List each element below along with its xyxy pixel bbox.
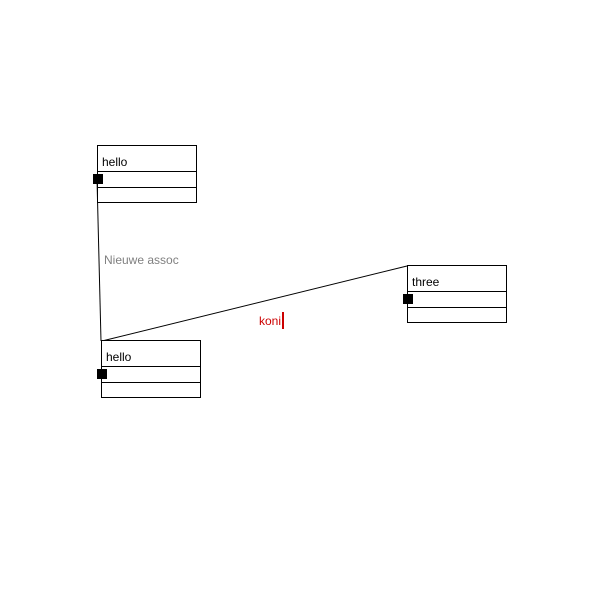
- association-label-text: Nieuwe assoc: [104, 253, 179, 267]
- class-name-label: hello: [106, 350, 132, 364]
- connector-handle[interactable]: [93, 174, 103, 184]
- attributes-compartment[interactable]: [98, 171, 196, 186]
- association-line-hello-three[interactable]: [101, 265, 408, 342]
- operations-compartment[interactable]: [102, 382, 200, 397]
- class-name-label: hello: [102, 155, 128, 169]
- association-label[interactable]: Nieuwe assoc: [104, 253, 179, 267]
- attributes-compartment[interactable]: [408, 291, 506, 306]
- operations-compartment[interactable]: [408, 307, 506, 322]
- attributes-compartment[interactable]: [102, 366, 200, 381]
- association-label-text: koni: [259, 314, 282, 328]
- class-name-label: three: [412, 275, 440, 289]
- operations-compartment[interactable]: [98, 187, 196, 202]
- class-box-hello-bottom[interactable]: hello: [97, 340, 201, 398]
- association-line-hello-hello[interactable]: [96, 178, 102, 342]
- connector-handle[interactable]: [97, 369, 107, 379]
- text-caret: [282, 312, 285, 329]
- connector-handle[interactable]: [403, 294, 413, 304]
- class-box-three[interactable]: three: [403, 265, 507, 323]
- class-box-hello-top[interactable]: hello: [93, 145, 197, 203]
- association-label-editor[interactable]: koni: [259, 312, 285, 329]
